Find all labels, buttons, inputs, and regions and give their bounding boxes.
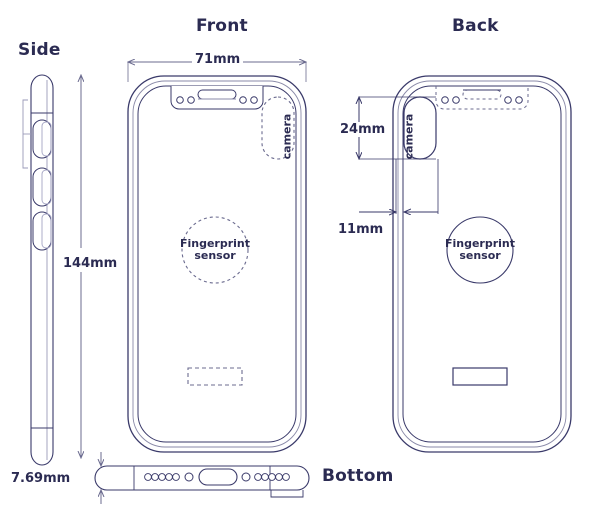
back-sensor-3 xyxy=(504,96,512,104)
fingerprint-label-front: Fingerprint sensor xyxy=(173,238,257,262)
dimension-label-camera-offset: 11mm xyxy=(335,222,387,237)
fingerprint-label-front-line2: sensor xyxy=(194,249,236,262)
bottom-microphone-right xyxy=(241,472,251,482)
front-camera-ghost xyxy=(261,96,295,160)
bottom-speaker-hole-r5 xyxy=(282,473,290,481)
front-earpiece-speaker xyxy=(197,89,237,100)
bottom-view-group xyxy=(94,465,310,498)
dimension-camera-offset-11 xyxy=(359,159,439,214)
bottom-speaker-hole-l3 xyxy=(158,473,166,481)
dimension-label-camera-height: 24mm xyxy=(337,122,389,137)
back-view-group xyxy=(392,75,572,453)
back-lower-module xyxy=(452,367,508,386)
front-sensor-3 xyxy=(239,96,247,104)
back-sensor-2 xyxy=(452,96,460,104)
bottom-speaker-hole-r1 xyxy=(254,473,262,481)
bottom-speaker-hole-r3 xyxy=(268,473,276,481)
view-title-back: Back xyxy=(452,16,499,36)
side-view-group xyxy=(22,74,54,466)
view-title-bottom: Bottom xyxy=(322,466,394,486)
side-button-highlight-2 xyxy=(41,169,52,205)
back-sensor-4 xyxy=(515,96,523,104)
side-button-highlight-1 xyxy=(41,121,52,157)
view-title-front: Front xyxy=(196,16,248,36)
bottom-speaker-hole-l5 xyxy=(172,473,180,481)
front-lower-module-ghost xyxy=(187,367,243,386)
bottom-right-bracket xyxy=(270,490,304,498)
back-mid-bezel xyxy=(397,80,567,448)
front-fingerprint-ghost xyxy=(181,216,249,284)
camera-label-back: camera xyxy=(402,113,416,160)
bottom-speaker-hole-l2 xyxy=(151,473,159,481)
dimension-label-width: 71mm xyxy=(192,52,244,67)
front-sensor-4 xyxy=(250,96,258,104)
back-fingerprint-sensor xyxy=(446,216,514,284)
bottom-speaker-hole-r4 xyxy=(275,473,283,481)
dimension-label-height: 144mm xyxy=(60,256,121,271)
fingerprint-label-back: Fingerprint sensor xyxy=(438,238,522,262)
front-view-group xyxy=(127,75,307,453)
bottom-speaker-hole-l4 xyxy=(165,473,173,481)
fingerprint-label-back-line2: sensor xyxy=(459,249,501,262)
dimension-label-thickness: 7.69mm xyxy=(8,471,74,486)
back-sensor-1 xyxy=(441,96,449,104)
front-screen-glass xyxy=(137,85,297,443)
fingerprint-label-back-line1: Fingerprint xyxy=(444,237,516,250)
fingerprint-label-front-line1: Fingerprint xyxy=(179,237,251,250)
front-mid-bezel xyxy=(132,80,302,448)
side-button-highlight-3 xyxy=(41,213,52,249)
front-sensor-1 xyxy=(176,96,184,104)
bottom-charging-port xyxy=(198,468,238,486)
bottom-microphone-left xyxy=(184,472,194,482)
bottom-speaker-hole-r2 xyxy=(261,473,269,481)
view-title-side: Side xyxy=(18,40,61,60)
camera-label-front: camera xyxy=(280,113,294,160)
bottom-speaker-hole-l1 xyxy=(144,473,152,481)
front-sensor-2 xyxy=(187,96,195,104)
